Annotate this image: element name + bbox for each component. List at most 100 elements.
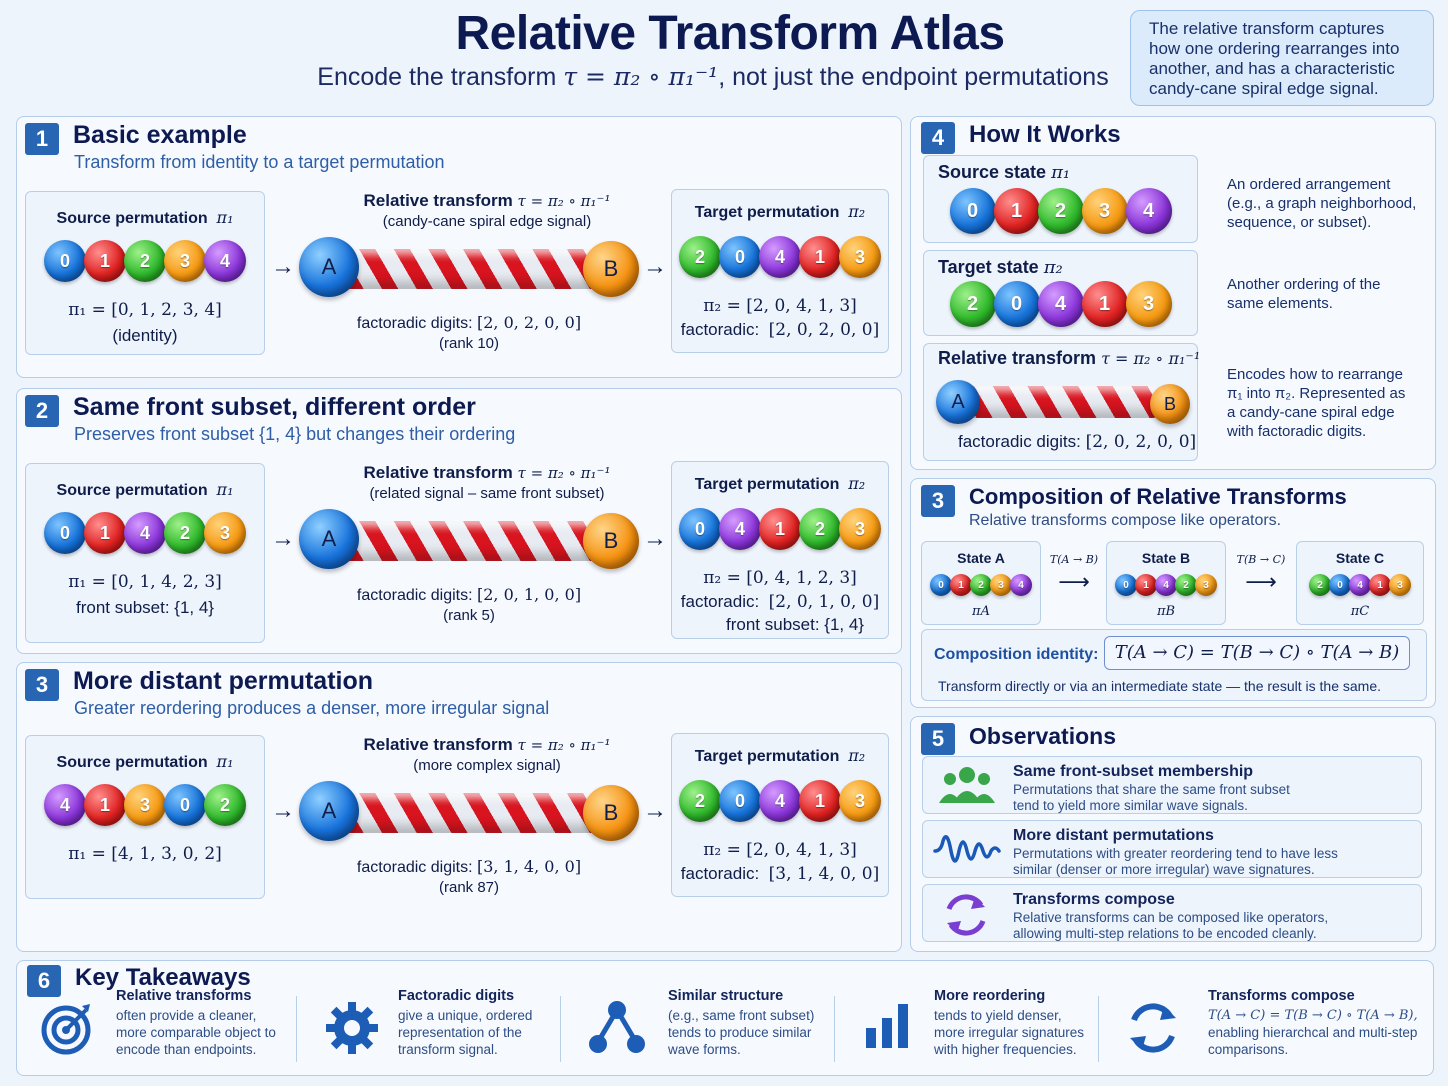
source-formula: π₁ = [4, 1, 3, 0, 2] bbox=[68, 844, 222, 864]
transform-title: Relative transform τ = π₂ ∘ π₁⁻¹ bbox=[363, 191, 611, 210]
ball-0: 0 bbox=[719, 780, 761, 822]
section-title: Composition of Relative Transforms bbox=[969, 484, 1347, 509]
source-permutation-title: Source permutation π₁ bbox=[56, 752, 234, 771]
takeaway-text: enabling hierarchcal and multi-step comp… bbox=[1208, 1025, 1418, 1057]
takeaway-item: Transforms compose T(A → C) = T(B → C) ∘… bbox=[1208, 988, 1430, 1072]
section-title: Observations bbox=[969, 723, 1116, 749]
ball-1: 1 bbox=[759, 508, 801, 550]
section-panel-2: 2 Same front subset, different order Pre… bbox=[16, 388, 902, 654]
factoradic-digits: factoradic digits: [2, 0, 2, 0, 0] bbox=[958, 432, 1197, 452]
endpoint-a: A bbox=[936, 380, 980, 424]
ball-1: 1 bbox=[84, 512, 126, 554]
subtitle-text-end: , not just the endpoint permutations bbox=[718, 63, 1109, 91]
target-permutation-title: Target permutation π₂ bbox=[694, 474, 866, 493]
section-badge: 3 bbox=[921, 485, 955, 517]
arrow-right: → bbox=[643, 253, 667, 280]
ball-1: 1 bbox=[1135, 574, 1157, 596]
state-c-title: State C bbox=[1335, 550, 1385, 566]
identity-label: Composition identity: bbox=[934, 646, 1099, 663]
section-title: Basic example bbox=[73, 121, 247, 149]
takeaway-title: Transforms compose bbox=[1208, 988, 1355, 1004]
ball-4: 4 bbox=[1037, 281, 1084, 327]
section-title: Same front subset, different order bbox=[73, 393, 476, 421]
ball-4: 4 bbox=[759, 236, 801, 278]
arrow-a-b: ⟶ bbox=[1058, 569, 1090, 594]
ball-2: 2 bbox=[679, 780, 721, 822]
takeaway-title: More reordering bbox=[934, 988, 1046, 1004]
ball-4: 4 bbox=[1010, 574, 1032, 596]
arrow-right: → bbox=[643, 525, 667, 552]
state-b-symbol: πB bbox=[1156, 604, 1176, 619]
observation-item: Transforms compose Relative transforms c… bbox=[922, 884, 1422, 942]
refresh-icon bbox=[1124, 1000, 1182, 1061]
wave-icon bbox=[933, 827, 1001, 878]
takeaway-text: (e.g., same front subset) tends to produ… bbox=[668, 1008, 815, 1057]
ball-3: 3 bbox=[839, 236, 881, 278]
takeaway-item: Factoradic digits give a unique, ordered… bbox=[398, 988, 548, 1072]
target-formula: π₂ = [0, 4, 1, 2, 3] bbox=[703, 568, 857, 588]
observation-item: Same front-subset membership Permutation… bbox=[922, 756, 1422, 814]
ball-3: 3 bbox=[124, 784, 166, 826]
factoradic-digits: factoradic digits: [2, 0, 2, 0, 0] bbox=[356, 313, 582, 332]
ball-0: 0 bbox=[1115, 574, 1137, 596]
target-state-title: Target state π₂ bbox=[938, 257, 1063, 278]
source-note: (identity) bbox=[112, 326, 178, 345]
target-factoradic: factoradic: [2, 0, 1, 0, 0] bbox=[680, 592, 880, 612]
transform-rank: (rank 5) bbox=[443, 607, 495, 624]
composition-identity-box: Composition identity: T(A → C) = T(B → C… bbox=[921, 629, 1427, 701]
ball-3: 3 bbox=[164, 240, 206, 282]
ball-3: 3 bbox=[1125, 281, 1172, 327]
takeaway-item: More reordering tends to yield denser, m… bbox=[934, 988, 1094, 1072]
cycle-icon bbox=[941, 891, 991, 944]
endpoint-b: B bbox=[1150, 384, 1190, 424]
takeaway-text: tends to yield denser, more irregular si… bbox=[934, 1008, 1085, 1057]
takeaway-divider bbox=[560, 996, 561, 1062]
ball-1: 1 bbox=[799, 780, 841, 822]
ball-0: 0 bbox=[44, 240, 86, 282]
candy-cane-edge: A B bbox=[936, 378, 1194, 426]
takeaway-title: Similar structure bbox=[668, 988, 784, 1004]
section-panel-1: 1 Basic example Transform from identity … bbox=[16, 116, 902, 378]
section-panel-3: 3 More distant permutation Greater reord… bbox=[16, 662, 902, 952]
observation-title: More distant permutations bbox=[1013, 827, 1214, 844]
gear-icon bbox=[324, 1000, 380, 1061]
page-title: Relative Transform Atlas bbox=[455, 7, 1005, 60]
bar-chart-icon bbox=[862, 1000, 916, 1055]
target-factoradic: factoradic: [2, 0, 2, 0, 0] bbox=[680, 320, 880, 340]
subtitle-formula: τ = π₂ ∘ π₁⁻¹ bbox=[563, 62, 719, 91]
identity-formula: T(A → C) = T(B → C) ∘ T(A → B) bbox=[1104, 636, 1410, 670]
source-permutation-title: Source permutation π₁ bbox=[56, 208, 234, 227]
observation-text: Permutations that share the same front s… bbox=[1013, 782, 1290, 813]
candy-cane-edge: A B bbox=[299, 507, 643, 571]
observation-title: Transforms compose bbox=[1013, 891, 1175, 908]
section-title: Key Takeaways bbox=[75, 964, 251, 991]
identity-note: Transform directly or via an intermediat… bbox=[938, 678, 1381, 694]
section-badge: 1 bbox=[25, 123, 59, 155]
arrow-right: → bbox=[643, 797, 667, 824]
transform-caption: (related signal – same front subset) bbox=[369, 485, 605, 502]
ball-1: 1 bbox=[84, 784, 126, 826]
ball-2: 2 bbox=[970, 574, 992, 596]
ball-0: 0 bbox=[679, 508, 721, 550]
ball-1: 1 bbox=[950, 574, 972, 596]
target-state-description: Another ordering of the same elements. bbox=[1227, 276, 1381, 312]
ball-3: 3 bbox=[990, 574, 1012, 596]
ball-0: 0 bbox=[719, 236, 761, 278]
relative-transform: Relative transform τ = π₂ ∘ π₁⁻¹ (more c… bbox=[297, 735, 677, 899]
arrow-b-c-label: T(B → C) bbox=[1236, 553, 1286, 566]
ball-0: 0 bbox=[949, 188, 996, 234]
transform-rank: (rank 10) bbox=[438, 335, 500, 352]
intro-callout: The relative transform captures how one … bbox=[1130, 10, 1434, 106]
source-state-description: An ordered arrangement (e.g., a graph ne… bbox=[1227, 176, 1417, 231]
section-badge: 3 bbox=[25, 669, 59, 701]
target-formula: π₂ = [2, 0, 4, 1, 3] bbox=[703, 296, 857, 316]
